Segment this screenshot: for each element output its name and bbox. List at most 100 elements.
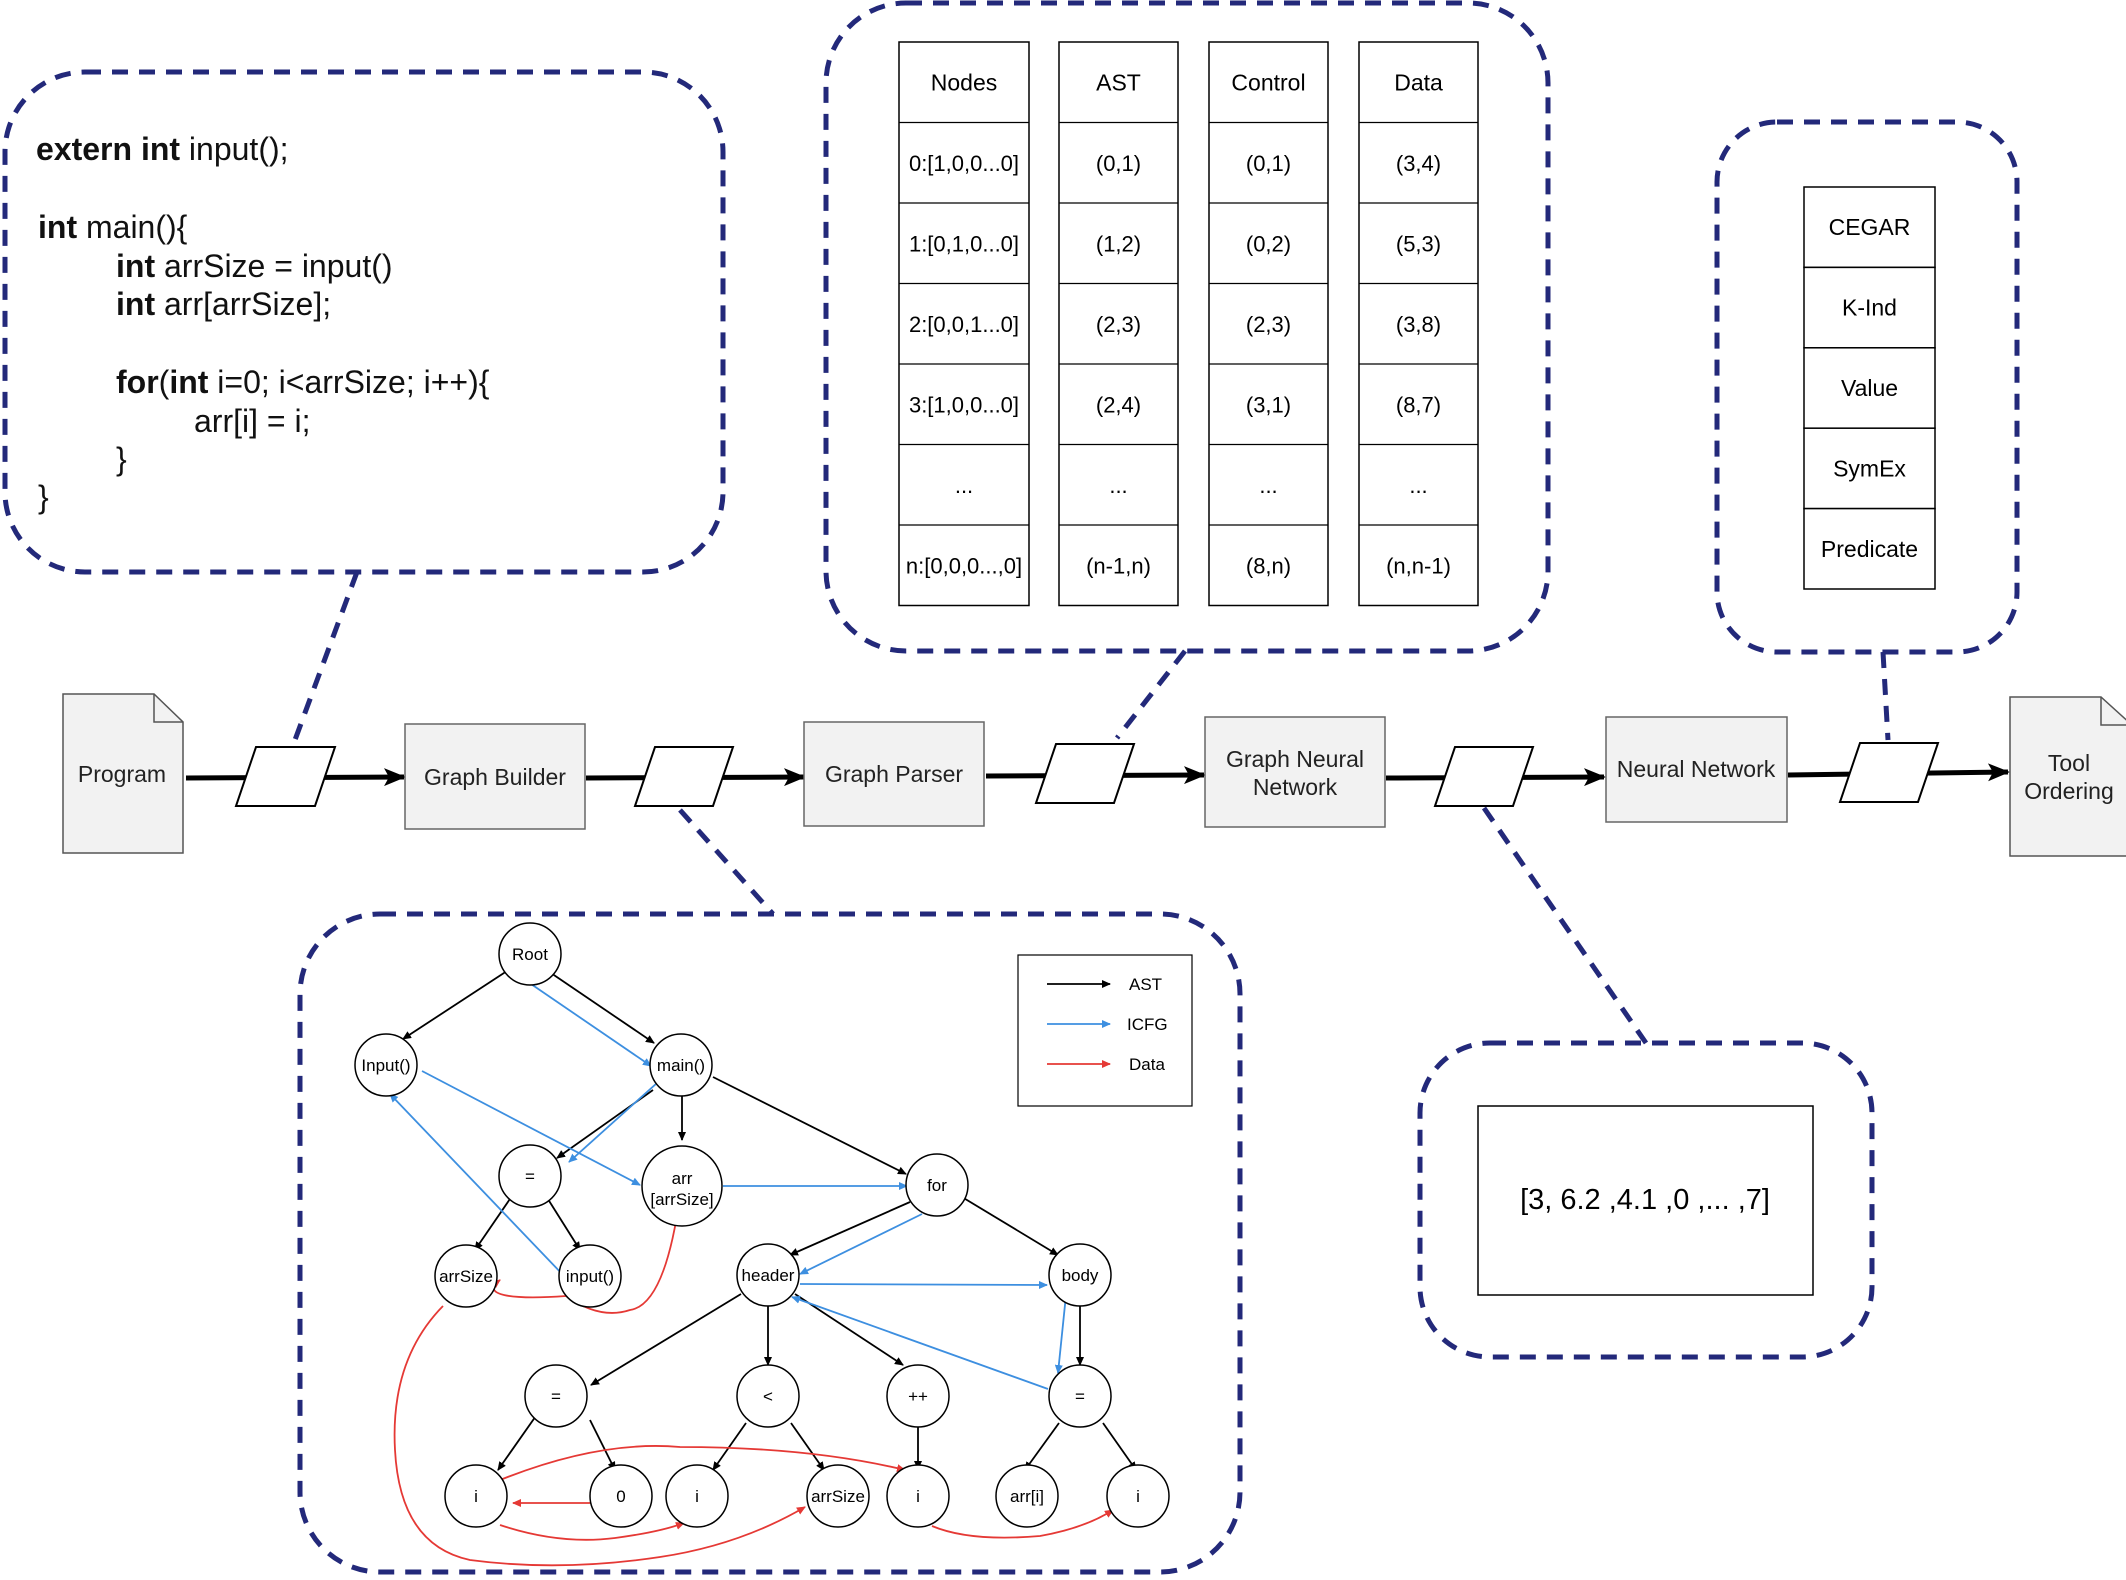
tool-ordering-label-1: Tool — [2048, 750, 2090, 776]
table-column-3 — [1358, 41, 1479, 607]
legend-data-label: Data — [1129, 1055, 1165, 1074]
graph-node-i1 — [444, 1464, 508, 1528]
table-cell: ... — [1109, 473, 1127, 498]
table-cell: (0,1) — [1096, 151, 1141, 176]
legend-ast-label: AST — [1129, 975, 1162, 994]
graph-node-label: = — [551, 1387, 561, 1406]
graph-node-label: < — [763, 1387, 773, 1406]
graph-node-label: arrSize — [439, 1267, 493, 1286]
table-cell: (n-1,n) — [1086, 553, 1151, 578]
program-label: Program — [78, 761, 166, 787]
pipeline — [62, 693, 2126, 857]
table-cell: (3,8) — [1396, 312, 1441, 337]
data-shape-4 — [1433, 746, 1535, 807]
graph-legend: AST ICFG Data — [1017, 954, 1193, 1107]
vector-output-text: [3, 6.2 ,4.1 ,0 ,... ,7] — [1520, 1184, 1770, 1216]
graph-builder-box — [404, 723, 586, 830]
graph-table: Nodes0:[1,0,0...0]1:[0,1,0...0]2:[0,0,1.… — [898, 41, 1479, 607]
table-column-2 — [1208, 41, 1329, 607]
code-line-5: int arr[arrSize]; — [116, 286, 331, 322]
code-line-3: int main(){ — [38, 209, 188, 245]
graph-node-label: 0 — [616, 1487, 625, 1506]
graph-node-arr_decl — [641, 1145, 723, 1227]
graph-node-label: [arrSize] — [650, 1190, 713, 1209]
table-header: Data — [1394, 69, 1443, 95]
code-line-7: for(int i=0; i<arrSize; i++){ — [116, 364, 490, 400]
graph-nodes: RootInput()main()=arr[arrSize]forarrSize… — [354, 922, 1170, 1528]
tool-label: SymEx — [1833, 455, 1906, 481]
graph-node-label: i — [695, 1487, 699, 1506]
tool-cell — [1803, 186, 1936, 269]
data-shape-1 — [234, 746, 337, 807]
table-cell: ... — [1259, 473, 1277, 498]
code-line-9: } — [116, 441, 127, 477]
table-header: AST — [1096, 69, 1141, 95]
table-cell: (2,4) — [1096, 392, 1141, 417]
table-cell: 1:[0,1,0...0] — [909, 231, 1019, 256]
graph-node-header — [736, 1243, 800, 1307]
code-line-8: arr[i] = i; — [194, 403, 310, 439]
tools-callout — [1714, 119, 2020, 655]
graph-parser-box — [803, 721, 985, 827]
code-snippet: extern int input(); int main(){ int arrS… — [36, 131, 490, 515]
graph-node-assign2 — [524, 1364, 588, 1428]
gnn-label-1: Graph Neural — [1226, 746, 1364, 772]
pipeline-labels: Program Graph Builder Graph Parser Graph… — [78, 746, 2114, 804]
table-cell: 2:[0,0,1...0] — [909, 312, 1019, 337]
tool-ordering-label-2: Ordering — [2024, 778, 2113, 804]
tool-cell — [1803, 347, 1936, 429]
table-column-1 — [1058, 41, 1179, 607]
graph-node-label: i — [1136, 1487, 1140, 1506]
graph-node-assign3 — [1048, 1364, 1112, 1428]
graph-node-label: header — [742, 1266, 795, 1285]
icfg-edges — [389, 983, 1067, 1390]
graph-node-input_call — [558, 1244, 622, 1308]
graph-node-assign1 — [498, 1144, 562, 1208]
graph-node-i3 — [886, 1464, 950, 1528]
graph-node-arrsize2 — [806, 1464, 870, 1528]
tool-cell — [1803, 507, 1936, 590]
graph-builder-label: Graph Builder — [424, 764, 566, 790]
graph-node-label: main() — [657, 1056, 705, 1075]
graph-node-label: ++ — [908, 1387, 928, 1406]
legend-icfg-label: ICFG — [1127, 1015, 1168, 1034]
data-shape-3 — [1034, 743, 1136, 804]
tools-connector — [1880, 651, 1891, 741]
gnn-label-2: Network — [1253, 774, 1338, 800]
graph-node-input_fn — [354, 1033, 418, 1097]
graph-node-zero — [589, 1464, 653, 1528]
code-connector — [289, 571, 360, 749]
table-cell: (n,n-1) — [1386, 553, 1451, 578]
vector-output-box: [3, 6.2 ,4.1 ,0 ,... ,7] — [1477, 1105, 1814, 1296]
table-cell: (5,3) — [1396, 231, 1441, 256]
graph-parser-label: Graph Parser — [825, 761, 963, 787]
table-header: Nodes — [931, 69, 997, 95]
program-doc-icon — [62, 693, 184, 854]
graph-node-label: Root — [512, 945, 548, 964]
graph-node-lt — [736, 1364, 800, 1428]
tool-cell — [1803, 427, 1936, 510]
graph-node-arr_i — [995, 1464, 1059, 1528]
ast-edges — [402, 970, 1137, 1471]
table-cell: (3,4) — [1396, 151, 1441, 176]
table-cell: n:[0,0,0...,0] — [906, 553, 1022, 578]
graph-node-label: = — [525, 1167, 535, 1186]
graph-node-label: i — [474, 1487, 478, 1506]
table-cell: (0,1) — [1246, 151, 1291, 176]
table-cell: (1,2) — [1096, 231, 1141, 256]
graph-node-for — [905, 1153, 969, 1217]
program-graph: RootInput()main()=arr[arrSize]forarrSize… — [354, 922, 1193, 1567]
neural-network-box — [1605, 716, 1788, 823]
code-line-4: int arrSize = input() — [116, 248, 393, 284]
table-cell: (8,n) — [1246, 553, 1291, 578]
graph-node-label: arr[i] — [1010, 1487, 1044, 1506]
data-shape-2 — [633, 746, 735, 807]
graph-node-label: = — [1075, 1387, 1085, 1406]
tool-label: Predicate — [1821, 536, 1918, 562]
table-connector — [1115, 649, 1187, 740]
table-cell: (8,7) — [1396, 392, 1441, 417]
graph-node-inc — [886, 1364, 950, 1428]
